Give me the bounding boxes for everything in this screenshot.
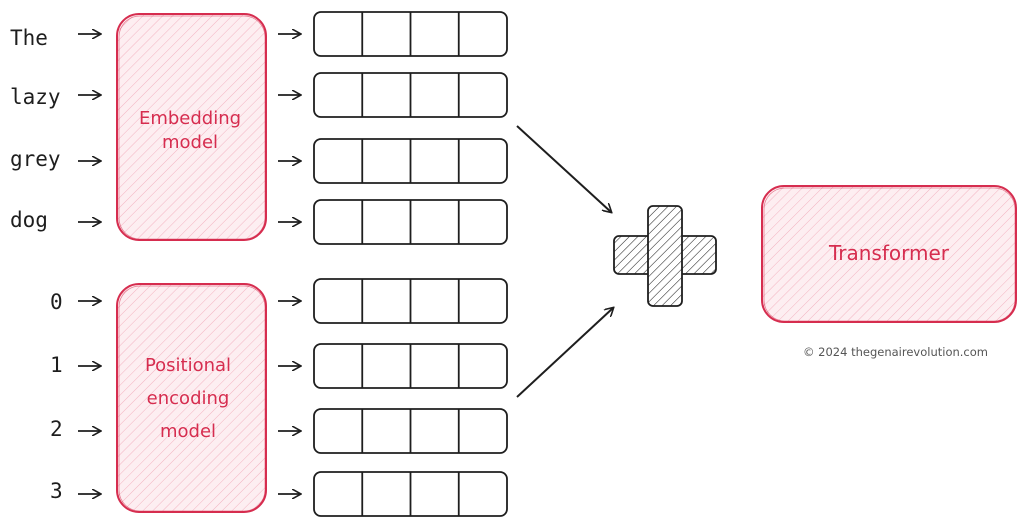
positional-encoding-model-box: Positional encoding model bbox=[116, 283, 267, 513]
token-labels: The lazy grey dog bbox=[10, 26, 61, 232]
input-arrows bbox=[78, 34, 100, 494]
output-arrows bbox=[278, 34, 300, 494]
arrow-icon bbox=[516, 125, 611, 212]
position-labels: 0 1 2 3 bbox=[50, 290, 63, 503]
position-label-0: 0 bbox=[50, 290, 63, 314]
vector-row bbox=[313, 471, 508, 517]
token-label-the: The bbox=[10, 26, 48, 50]
token-label-lazy: lazy bbox=[10, 85, 61, 109]
converging-arrows bbox=[516, 125, 613, 398]
positional-model-label-line2: encoding bbox=[147, 388, 230, 409]
embedding-model-label-line2: model bbox=[162, 132, 218, 153]
positional-model-label-line3: model bbox=[160, 421, 216, 442]
position-label-2: 2 bbox=[50, 417, 63, 441]
token-label-dog: dog bbox=[10, 208, 48, 232]
vector-row bbox=[313, 408, 508, 454]
copyright-text: © 2024 thegenairevolution.com bbox=[803, 345, 988, 359]
arrow-icon bbox=[516, 308, 613, 398]
vector-row bbox=[313, 199, 508, 245]
embedding-model-label-line1: Embedding bbox=[139, 108, 241, 129]
transformer-label: Transformer bbox=[828, 241, 950, 265]
token-label-grey: grey bbox=[10, 147, 61, 171]
vector-row bbox=[313, 278, 508, 324]
vector-row bbox=[313, 343, 508, 389]
vector-row bbox=[313, 138, 508, 184]
embedding-model-box: Embedding model bbox=[116, 13, 267, 241]
add-plus-icon bbox=[613, 205, 717, 307]
vector-row bbox=[313, 72, 508, 118]
positional-model-label-line1: Positional bbox=[145, 355, 231, 376]
position-label-1: 1 bbox=[50, 353, 63, 377]
vector-row bbox=[313, 11, 508, 57]
vector-rows bbox=[313, 11, 508, 517]
position-label-3: 3 bbox=[50, 479, 63, 503]
transformer-box: Transformer bbox=[761, 185, 1017, 323]
